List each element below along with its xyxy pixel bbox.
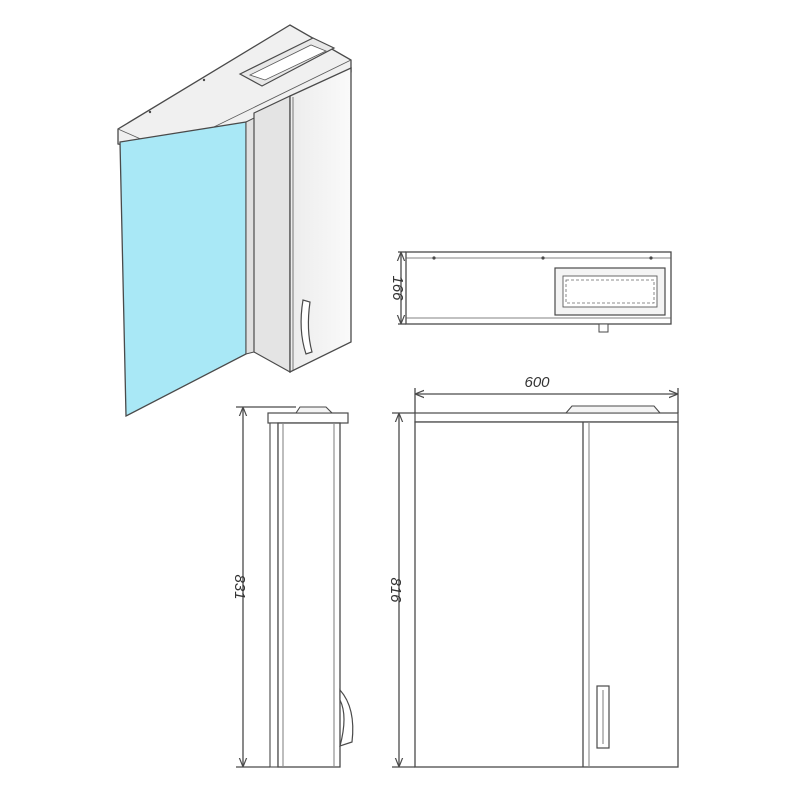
top-view: 166	[389, 251, 672, 333]
front-view: 600 816	[387, 374, 679, 768]
mirror	[119, 121, 247, 418]
side-cabinet-body	[277, 422, 341, 768]
depth-dimension-label: 166	[389, 275, 406, 301]
side-height-dimension-label: 831	[231, 574, 248, 599]
isometric-view	[117, 24, 352, 418]
front-height-dimension-label: 816	[387, 577, 404, 603]
door-handle	[300, 299, 313, 355]
cabinet-door	[289, 66, 352, 374]
side-view: 831	[231, 406, 354, 768]
side-handle	[339, 688, 354, 747]
front-body	[414, 421, 679, 768]
width-dimension-label: 600	[524, 374, 550, 391]
cabinet-side	[253, 95, 291, 374]
